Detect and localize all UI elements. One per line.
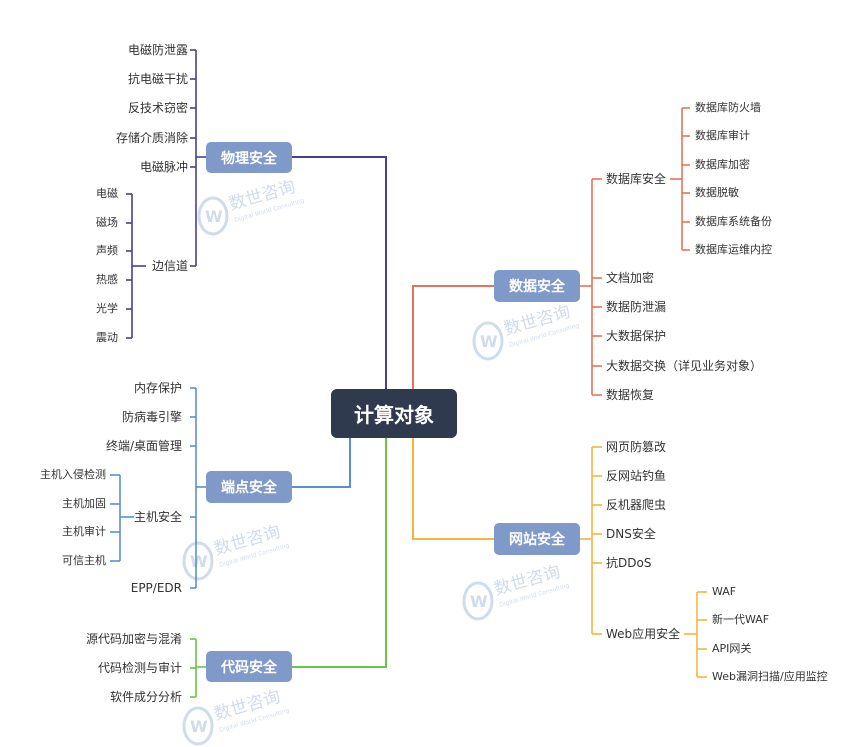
svg-text:W: W <box>480 332 498 351</box>
leaf-node[interactable]: 防病毒引擎 <box>121 410 182 424</box>
leaf-node[interactable]: 反机器爬虫 <box>606 498 667 512</box>
branch-connector <box>292 438 387 668</box>
branch-connector <box>292 156 387 389</box>
leaf-node[interactable]: 内存保护 <box>133 381 182 395</box>
subnode-database-security[interactable]: 数据库安全 <box>606 172 667 186</box>
leaf-node[interactable]: 电磁防泄露 <box>127 43 188 57</box>
leaf-node[interactable]: 存储介质消除 <box>115 131 188 145</box>
branch-web-security[interactable]: 网站安全 <box>494 523 580 555</box>
leaf-node[interactable]: 软件成分分析 <box>109 690 182 704</box>
dw-logo-icon: W 数世咨询 Digital World Consulting <box>472 302 580 361</box>
leaf-node[interactable]: 反技术窃密 <box>127 101 188 115</box>
leaf-node[interactable]: 磁场 <box>96 216 118 229</box>
dw-logo-icon: W 数世咨询 Digital World Consulting <box>197 177 305 236</box>
leaf-node[interactable]: 数据库加密 <box>695 158 750 171</box>
branch-data-security[interactable]: 数据安全 <box>494 270 580 302</box>
leaf-node[interactable]: 主机加固 <box>62 497 106 510</box>
dw-logo-icon: W 数世咨询 Digital World Consulting <box>182 522 290 581</box>
branch-connector <box>412 285 494 389</box>
watermark: W 数世咨询 Digital World Consulting <box>470 302 600 369</box>
leaf-node[interactable]: 反网站钓鱼 <box>606 469 667 483</box>
leaf-node[interactable]: 数据脱敏 <box>695 186 739 199</box>
subnode-side-channel[interactable]: 边信道 <box>151 259 188 273</box>
watermark: W 数世咨询 Digital World Consulting <box>460 562 590 629</box>
leaf-node[interactable]: 抗DDoS <box>606 556 652 570</box>
leaf-node[interactable]: 数据防泄漏 <box>606 300 667 314</box>
leaf-node[interactable]: DNS安全 <box>606 527 656 541</box>
leaf-node[interactable]: 大数据保护 <box>606 329 667 343</box>
subnode-host-security[interactable]: 主机安全 <box>133 510 182 524</box>
leaf-node[interactable]: 大数据交换（详见业务对象） <box>606 359 763 373</box>
leaf-node[interactable]: EPP/EDR <box>130 581 182 595</box>
leaf-node[interactable]: 数据库防火墙 <box>695 101 761 114</box>
leaf-node[interactable]: 数据库运维内控 <box>695 243 772 256</box>
leaf-node[interactable]: API网关 <box>712 642 752 655</box>
subnode-web-app-security[interactable]: Web应用安全 <box>606 627 681 641</box>
leaf-node[interactable]: 文档加密 <box>606 271 655 285</box>
leaf-node[interactable]: WAF <box>712 585 737 598</box>
dw-logo-icon: W 数世咨询 Digital World Consulting <box>182 687 290 746</box>
leaf-node[interactable]: 抗电磁干扰 <box>127 72 188 86</box>
root-node[interactable]: 计算对象 <box>331 389 457 438</box>
branch-connector <box>292 438 351 488</box>
svg-text:W: W <box>205 207 223 226</box>
dw-logo-icon: W 数世咨询 Digital World Consulting <box>462 562 570 621</box>
watermark: W 数世咨询 Digital World Consulting <box>195 177 325 244</box>
svg-text:W: W <box>190 552 208 571</box>
leaf-node[interactable]: 数据恢复 <box>606 388 655 402</box>
leaf-node[interactable]: 电磁 <box>96 187 118 200</box>
leaf-node[interactable]: 光学 <box>96 302 118 315</box>
leaf-node[interactable]: 网页防篡改 <box>606 440 667 454</box>
leaf-node[interactable]: 代码检测与审计 <box>97 661 182 675</box>
leaf-node[interactable]: 数据库审计 <box>695 129 750 142</box>
leaf-node[interactable]: 主机审计 <box>62 525 106 538</box>
watermark: W 数世咨询 Digital World Consulting <box>180 687 310 747</box>
leaf-node[interactable]: 震动 <box>96 331 118 344</box>
watermark: W 数世咨询 Digital World Consulting <box>180 522 310 589</box>
branch-connector <box>412 438 494 540</box>
leaf-node[interactable]: 声频 <box>96 244 118 257</box>
leaf-node[interactable]: 源代码加密与混淆 <box>85 632 182 646</box>
leaf-node[interactable]: 主机入侵检测 <box>40 468 106 481</box>
leaf-node[interactable]: 终端/桌面管理 <box>105 439 182 453</box>
svg-text:W: W <box>190 717 208 736</box>
leaf-node[interactable]: 数据库系统备份 <box>695 215 772 228</box>
branch-endpoint-security[interactable]: 端点安全 <box>206 471 292 503</box>
leaf-node[interactable]: 热感 <box>96 273 118 286</box>
leaf-node[interactable]: 电磁脉冲 <box>139 160 188 174</box>
leaf-node[interactable]: Web漏洞扫描/应用监控 <box>712 670 828 683</box>
branch-physical-security[interactable]: 物理安全 <box>206 142 292 173</box>
leaf-node[interactable]: 新一代WAF <box>712 613 770 626</box>
branch-code-security[interactable]: 代码安全 <box>206 651 292 682</box>
leaf-node[interactable]: 可信主机 <box>62 554 106 567</box>
svg-text:W: W <box>470 592 488 611</box>
